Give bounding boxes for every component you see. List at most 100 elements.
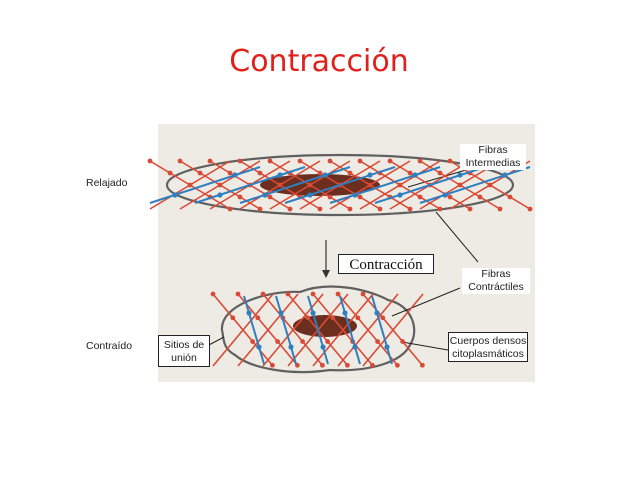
label-cuerpos-densos-line1: Cuerpos densos [449,335,527,347]
intermediate-fiber [329,166,441,204]
label-fibras-intermedias-line1: Fibras [478,144,508,156]
dense-body [325,339,330,344]
slide-title: Contracción [229,44,409,79]
dense-body [230,315,236,321]
dense-body [300,339,305,344]
dense-body [227,206,233,212]
label-contraido: Contraído [86,340,133,352]
dense-body [345,362,350,368]
dense-body [357,194,363,200]
dense-body-blue [502,172,508,178]
dense-body-blue [322,172,328,178]
dense-body [327,158,333,164]
label-fibras-contractiles-line1: Fibras [481,268,511,280]
intermediate-fiber [239,166,351,204]
dense-body [250,339,256,344]
dense-body [377,206,383,212]
dense-body [357,158,363,164]
dense-body [397,182,403,188]
dense-body [285,291,291,297]
intermediate-fiber [339,295,361,365]
dense-body [477,194,483,200]
dense-body [437,170,443,176]
dense-body-blue [352,192,358,198]
dense-body [327,194,333,200]
intermediate-fiber [307,295,329,365]
dense-body-blue [412,172,418,178]
dense-body [210,291,216,297]
intermediate-fiber [243,295,265,365]
dense-body [305,315,311,321]
dense-body [267,194,273,200]
dense-body [167,170,173,176]
dense-body-blue [320,344,326,350]
intermediate-fiber [149,166,261,204]
dense-body-blue [172,192,178,198]
dense-body-blue [367,172,373,178]
dense-body [177,158,183,164]
relaxed-cell-membrane [165,153,515,217]
dense-body [287,206,293,212]
dense-body [370,362,375,368]
label-fibras-intermedias: Fibras Intermedias [460,144,526,170]
dense-body-blue [288,344,294,350]
dense-body [255,315,261,321]
dense-body [297,158,303,164]
label-cuerpos-densos-line2: citoplasmáticos [452,348,524,360]
dense-body [260,291,266,297]
dense-body [457,182,463,188]
dense-body [395,362,400,368]
label-sitios-union: Sitios de unión [158,335,210,367]
label-fibras-intermedias-line2: Intermedias [465,157,521,169]
dense-body [147,158,153,164]
dense-body [367,182,373,188]
dense-body-blue [232,172,238,178]
contracted-cell-membrane [220,285,416,374]
label-sitios-union-line1: Sitios de [163,339,205,351]
dense-body [347,206,353,212]
contractile-fiber [312,293,374,367]
dense-body [487,182,493,188]
dense-body [447,194,453,200]
dense-body [417,158,423,164]
intermediate-fiber [371,295,393,365]
label-fibras-contractiles-line2: Contráctiles [468,281,524,293]
dense-body [437,206,443,212]
contractile-fiber [337,293,399,367]
intermediate-fiber [419,166,531,204]
pointer-line-contractiles-top [435,211,479,263]
dense-body [527,206,533,212]
intermediate-fiber [374,166,486,204]
dense-body [277,182,283,188]
dense-body-blue [262,192,268,198]
label-cuerpos-densos: Cuerpos densos citoplasmáticos [448,332,528,362]
contractile-fiber [362,293,424,367]
dense-body [235,291,241,297]
dense-body [400,339,405,344]
dense-body [320,362,325,368]
intermediate-fiber [275,295,297,365]
dense-body [360,291,366,297]
pointer-line-intermedias [407,169,467,188]
dense-body [497,206,503,212]
dense-body-blue [217,192,223,198]
dense-body [447,158,453,164]
dense-body [407,206,413,212]
dense-body-blue [310,310,316,316]
dense-body [295,362,300,368]
dense-body [420,362,425,368]
dense-body [237,158,243,164]
dense-body [330,315,336,321]
dense-body [380,315,386,321]
dense-body [267,158,273,164]
dense-body-blue [246,310,252,316]
dense-body-blue [397,192,403,198]
contraccion-box: Contracción [338,254,434,274]
label-relajado: Relajado [86,177,128,189]
dense-body [407,170,413,176]
label-fibras-contractiles: Fibras Contráctiles [462,268,530,294]
dense-body-blue [374,310,380,316]
dense-body [507,194,513,200]
dense-body [387,158,393,164]
dense-body [257,170,263,176]
